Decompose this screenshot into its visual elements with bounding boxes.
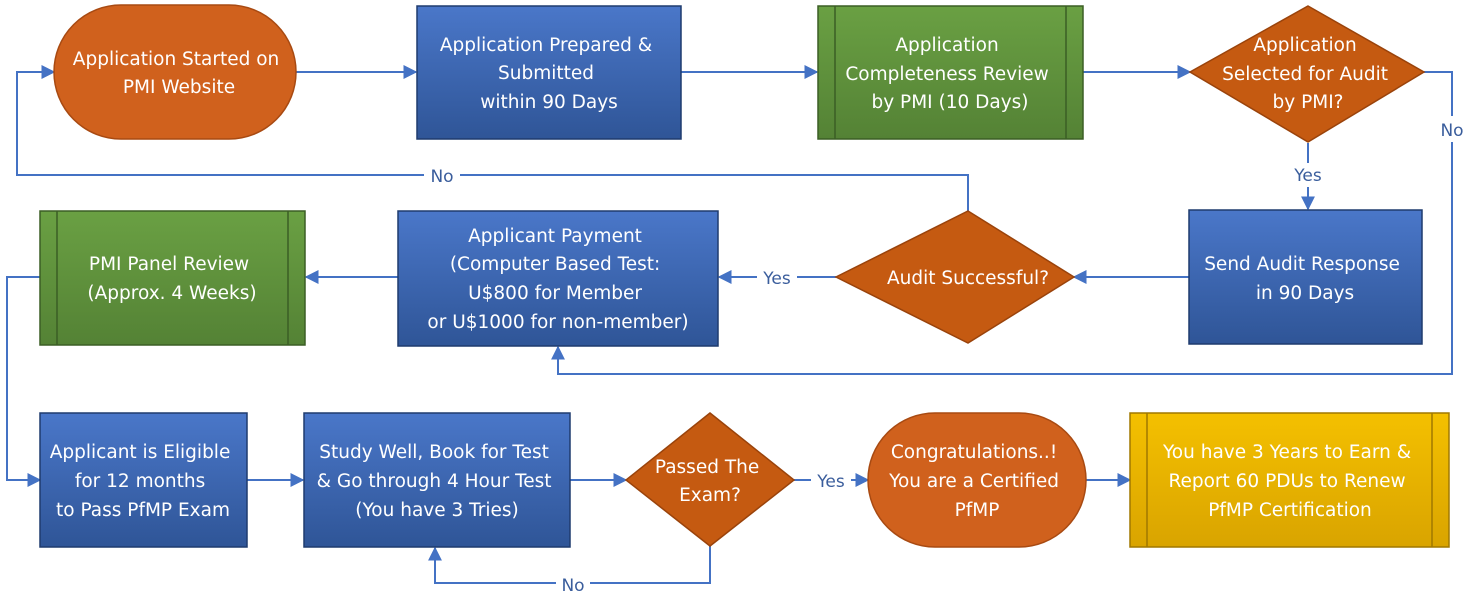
svg-text:Audit Successful?: Audit Successful?: [887, 268, 1049, 289]
renew-line-3: PfMP Certification: [1208, 500, 1372, 521]
congrats-line-2: You are a Certified: [888, 471, 1059, 492]
edge-audit-success-no-to-start: [16, 65, 969, 211]
payment-line-1: Applicant Payment: [468, 226, 642, 247]
eligible-line-1: Applicant is Eligible: [50, 442, 231, 463]
study-line-1: Study Well, Book for Test: [319, 442, 549, 463]
audit-select-line-2: Selected for Audit: [1222, 64, 1388, 85]
study-line-2: & Go through 4 Hour Test: [317, 471, 552, 492]
prepare-line-1: Application Prepared &: [440, 35, 652, 56]
svg-text:Application Selected for: Application Selected for Audit by PMI?: [1222, 35, 1394, 113]
label-no-restart: No: [430, 167, 453, 187]
completeness-line-2: Completeness Review: [845, 64, 1048, 85]
audit-select-line-3: by PMI?: [1273, 92, 1344, 113]
node-congrats: Congratulations..! You are a Certified P…: [867, 412, 1087, 548]
start-line-1: Application Started on: [73, 49, 280, 70]
svg-text:Applicant is Eligible fo: Applicant is Eligible for 12 months to P…: [50, 442, 236, 521]
panel-review-line-1: PMI Panel Review: [89, 254, 249, 275]
edge-audit-select-no-to-payment: [551, 71, 1453, 375]
svg-text:PMI Panel Review (Approx: PMI Panel Review (Approx. 4 Weeks): [87, 254, 256, 304]
svg-text:Passed The Exam?: Passed The Exam?: [655, 457, 765, 506]
node-prepare: Application Prepared & Submitted within …: [416, 5, 682, 140]
audit-select-line-1: Application: [1253, 35, 1356, 56]
node-audit-success: Audit Successful?: [834, 210, 1076, 344]
node-renew: You have 3 Years to Earn & Report 60 PDU…: [1129, 412, 1450, 548]
svg-text:Congratulations..! You a: Congratulations..! You are a Certified P…: [888, 442, 1065, 521]
node-payment: Applicant Payment (Computer Based Test: …: [397, 210, 719, 347]
svg-text:Study Well, Book for Test: Study Well, Book for Test & Go through 4…: [317, 442, 558, 521]
start-line-2: PMI Website: [123, 77, 235, 98]
node-panel-review: PMI Panel Review (Approx. 4 Weeks): [39, 210, 306, 346]
svg-text:Application Prepared & S: Application Prepared & Submitted within …: [440, 35, 658, 113]
renew-line-1: You have 3 Years to Earn &: [1162, 442, 1411, 463]
eligible-line-2: for 12 months: [75, 471, 205, 492]
congrats-line-3: PfMP: [955, 500, 1000, 521]
svg-text:You have 3 Years to Earn &: You have 3 Years to Earn & Report 60 PDU…: [1162, 442, 1417, 521]
congrats-line-1: Congratulations..!: [891, 442, 1057, 463]
svg-text:Applicant Payment (Compu: Applicant Payment (Computer Based Test: …: [427, 226, 688, 333]
svg-text:Send Audit Response in 9: Send Audit Response in 90 Days: [1204, 254, 1406, 304]
node-audit-select: Application Selected for Audit by PMI?: [1188, 5, 1426, 143]
label-no-retry: No: [561, 576, 584, 596]
node-start: Application Started on PMI Website: [53, 4, 297, 140]
node-passed: Passed The Exam?: [624, 412, 796, 547]
label-yes-payment: Yes: [762, 269, 791, 289]
panel-review-line-2: (Approx. 4 Weeks): [87, 283, 256, 304]
node-completeness: Application Completeness Review by PMI (…: [817, 5, 1084, 140]
audit-response-line-1: Send Audit Response: [1204, 254, 1400, 275]
payment-line-4: or U$1000 for non-member): [427, 312, 688, 333]
completeness-line-3: by PMI (10 Days): [871, 92, 1028, 113]
label-yes-passed: Yes: [816, 472, 845, 492]
node-eligible: Applicant is Eligible for 12 months to P…: [39, 412, 248, 548]
eligible-line-3: to Pass PfMP Exam: [56, 500, 230, 521]
payment-line-3: U$800 for Member: [468, 283, 642, 304]
node-audit-response: Send Audit Response in 90 Days: [1188, 209, 1423, 345]
study-line-3: (You have 3 Tries): [355, 500, 518, 521]
edge-labels: No No Yes Yes Yes No: [424, 116, 1468, 596]
svg-text:Application Completeness: Application Completeness Review by PMI (…: [845, 35, 1054, 113]
svg-text:Application Started on P: Application Started on PMI Website: [73, 49, 285, 98]
renew-line-2: Report 60 PDUs to Renew: [1168, 471, 1405, 492]
node-study: Study Well, Book for Test & Go through 4…: [303, 412, 571, 548]
passed-line-1: Passed The: [655, 457, 759, 478]
edge-panel-to-eligible: [6, 276, 42, 487]
payment-line-2: (Computer Based Test:: [450, 254, 660, 275]
audit-response-line-2: in 90 Days: [1256, 283, 1354, 304]
completeness-line-1: Application: [895, 35, 998, 56]
label-yes-audit: Yes: [1293, 166, 1322, 186]
prepare-line-3: within 90 Days: [480, 92, 618, 113]
label-no-audit: No: [1440, 121, 1463, 141]
passed-line-2: Exam?: [679, 485, 741, 506]
prepare-line-2: Submitted: [498, 63, 594, 84]
audit-success-line-1: Audit Successful?: [887, 268, 1049, 289]
